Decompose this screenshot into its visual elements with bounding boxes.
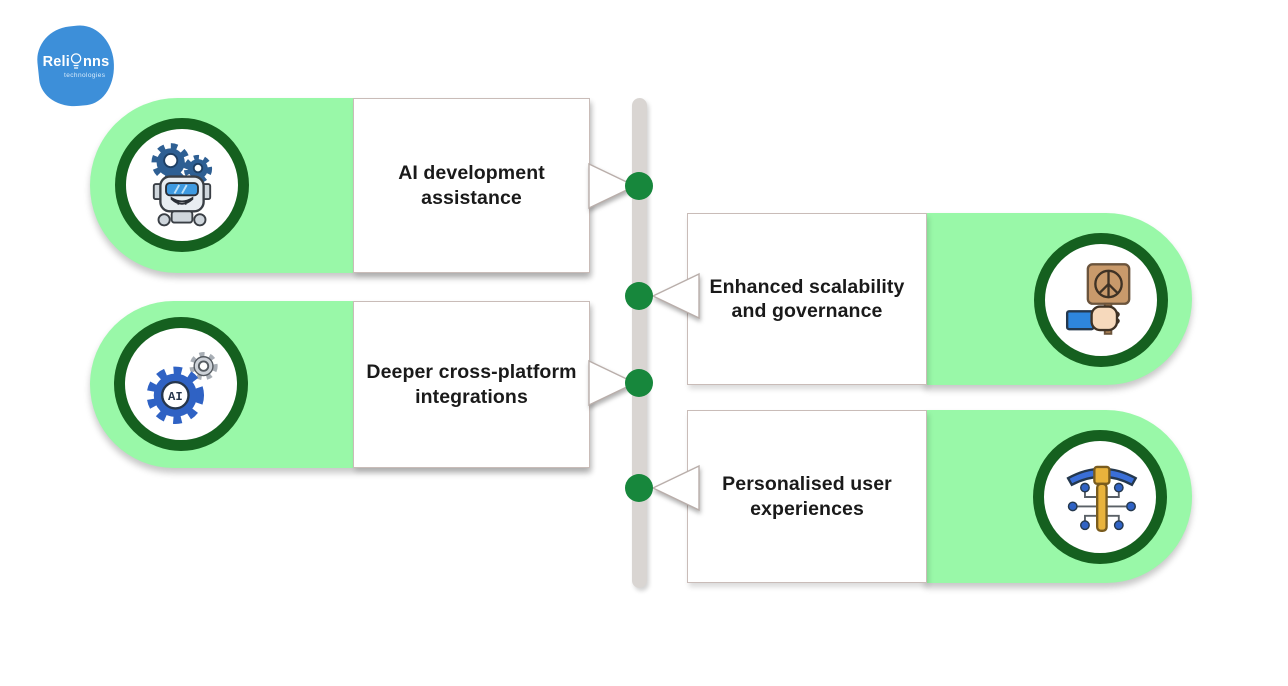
card-label: Enhanced scalability and governance xyxy=(709,275,905,322)
card-label: Personalised user experiences xyxy=(722,473,892,520)
data-mining-circuit-icon xyxy=(1066,465,1138,533)
logo-brand: Reli nns xyxy=(42,52,109,71)
svg-text:AI: AI xyxy=(168,390,183,404)
ai-robot-icon xyxy=(151,143,213,227)
icon-circle: AI xyxy=(114,317,248,451)
timeline-card-ai-development: AI development assistance xyxy=(90,98,590,273)
timeline-dot xyxy=(625,369,653,397)
logo-brand-prefix: Reli xyxy=(42,53,70,70)
card-label: Deeper cross-platform integrations xyxy=(366,361,577,408)
timeline-card-cross-platform: Deeper cross-platform integrations AI xyxy=(90,301,590,468)
card-label: AI development assistance xyxy=(398,162,545,209)
timeline-dot xyxy=(625,474,653,502)
connector-arrow xyxy=(651,272,700,320)
card-textbox: Deeper cross-platform integrations xyxy=(353,301,590,468)
card-textbox: AI development assistance xyxy=(353,98,590,273)
relinns-logo: Reli nns technologies xyxy=(34,22,118,110)
icon-circle xyxy=(115,118,249,252)
timeline-bar xyxy=(632,98,647,588)
connector-arrow xyxy=(651,464,700,512)
ai-gear-icon: AI xyxy=(146,352,218,424)
logo-tagline: technologies xyxy=(63,71,106,79)
connector-arrow xyxy=(588,162,637,210)
card-textbox: Personalised user experiences xyxy=(687,410,927,583)
icon-circle xyxy=(1033,430,1167,564)
timeline-card-personalised: Personalised user experiences xyxy=(687,410,1192,583)
timeline-dot xyxy=(625,172,653,200)
peace-placard-icon xyxy=(1065,263,1131,335)
card-textbox: Enhanced scalability and governance xyxy=(687,213,927,385)
logo-brand-suffix: nns xyxy=(82,53,109,70)
timeline-dot xyxy=(625,282,653,310)
timeline-card-scalability: Enhanced scalability and governance xyxy=(687,213,1192,385)
icon-circle xyxy=(1034,233,1168,367)
lightbulb-icon xyxy=(70,52,82,69)
connector-arrow xyxy=(588,359,637,407)
